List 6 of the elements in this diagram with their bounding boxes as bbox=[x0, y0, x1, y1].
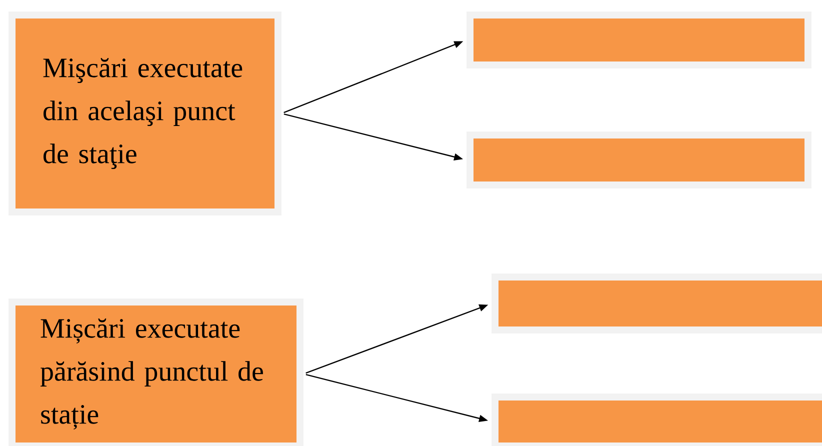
empty-box bbox=[492, 274, 822, 334]
empty-box bbox=[466, 12, 812, 68]
text-box: Mișcări executate părăsind punctul de stație bbox=[8, 298, 304, 446]
empty-box bbox=[466, 132, 812, 188]
text-box: Mişcări executate din acelaşi punct de staţie bbox=[8, 12, 282, 216]
empty-box bbox=[492, 393, 822, 446]
